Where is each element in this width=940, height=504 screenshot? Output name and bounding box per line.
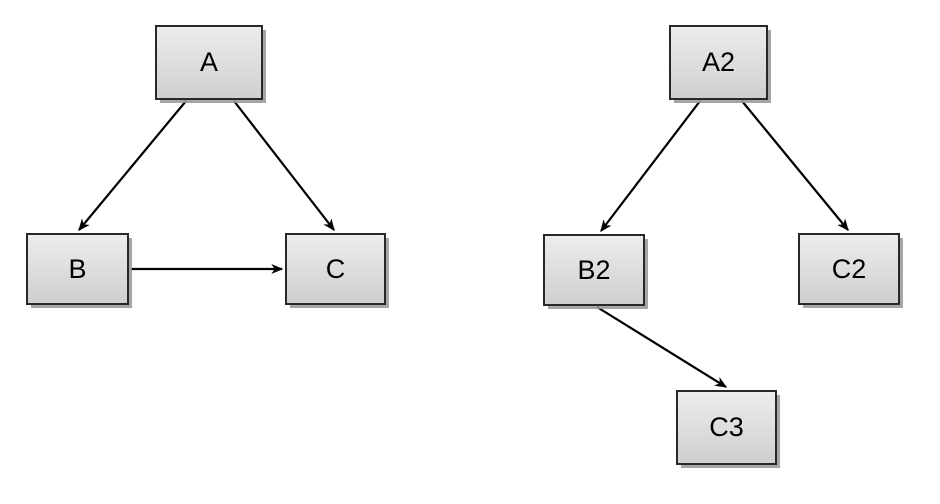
node-b2-label: B2 [577,254,611,285]
node-a[interactable]: A [155,25,263,100]
node-c3-label: C3 [709,412,744,442]
node-a2[interactable]: A2 [669,25,768,100]
node-b2[interactable]: B2 [543,234,645,306]
node-c[interactable]: C [285,233,386,305]
node-a2-label: A2 [701,47,736,77]
edge-b2-to-c3[interactable] [596,306,726,388]
edge-a-to-b[interactable] [78,100,187,230]
node-b[interactable]: B [26,233,129,305]
node-c3[interactable]: C3 [676,390,777,465]
node-c2[interactable]: C2 [798,233,900,305]
edge-a-to-c[interactable] [233,100,335,230]
node-c-label: C [325,253,346,284]
edge-a2-to-b2[interactable] [600,100,701,231]
node-b-label: B [68,253,87,284]
edge-a2-to-c2[interactable] [741,100,849,230]
node-c2-label: C2 [831,253,867,284]
edges-group [78,100,849,388]
node-a-label: A [199,47,218,77]
